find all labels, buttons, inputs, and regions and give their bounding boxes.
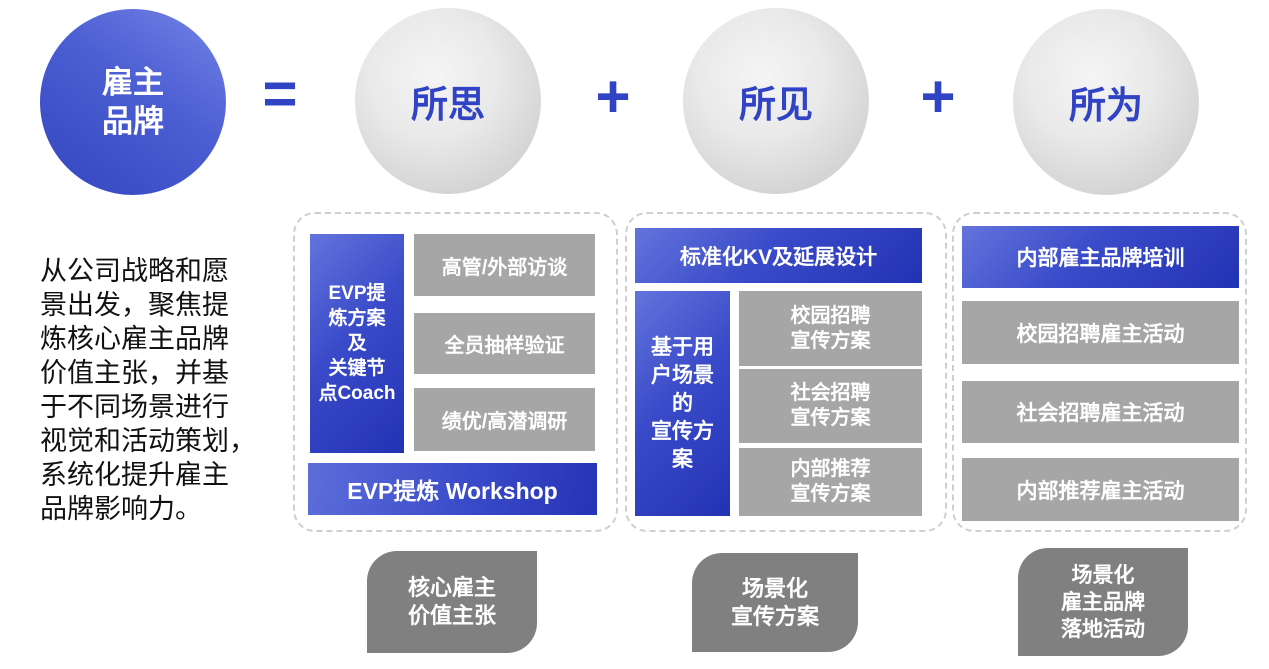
- panel-evp: EVP提 炼方案 及 关键节 点Coach 高管/外部访谈 全员抽样验证 绩优/…: [293, 212, 618, 532]
- panel-activities: 内部雇主品牌培训 校园招聘雇主活动 社会招聘雇主活动 内部推荐雇主活动: [952, 212, 1247, 532]
- circle-suowei: 所为: [1013, 9, 1199, 195]
- internal-training-box: 内部雇主品牌培训: [962, 226, 1239, 288]
- output-landing-activities: 场景化 雇主品牌 落地活动: [1018, 548, 1188, 656]
- plus-operator-icon-2: +: [920, 63, 956, 130]
- panel-kv-design: 标准化KV及延展设计 基于用 户场景 的 宣传方 案 校园招聘 宣传方案 社会招…: [625, 212, 947, 532]
- panel3-item-campus: 校园招聘雇主活动: [962, 301, 1239, 364]
- equals-operator-icon: =: [262, 60, 298, 127]
- panel1-item-research: 绩优/高潜调研: [414, 388, 595, 451]
- panel2-item-campus: 校园招聘 宣传方案: [739, 291, 922, 366]
- evp-plan-coach-box: EVP提 炼方案 及 关键节 点Coach: [310, 234, 404, 453]
- kv-design-box: 标准化KV及延展设计: [635, 228, 922, 283]
- panel2-item-social: 社会招聘 宣传方案: [739, 369, 922, 443]
- output-scenario-plan: 场景化 宣传方案: [692, 553, 858, 652]
- employer-brand-circle: 雇主 品牌: [40, 9, 226, 195]
- panel3-item-referral: 内部推荐雇主活动: [962, 458, 1239, 521]
- evp-workshop-box: EVP提炼 Workshop: [308, 463, 597, 515]
- circle-suojian: 所见: [683, 8, 869, 194]
- user-scenario-box: 基于用 户场景 的 宣传方 案: [635, 291, 730, 516]
- plus-operator-icon-1: +: [595, 63, 631, 130]
- circle-suosi: 所思: [355, 8, 541, 194]
- panel1-item-sampling: 全员抽样验证: [414, 313, 595, 374]
- panel2-item-referral: 内部推荐 宣传方案: [739, 448, 922, 516]
- output-core-evp: 核心雇主 价值主张: [367, 551, 537, 653]
- strategy-description: 从公司战略和愿 景出发，聚焦提 炼核心雇主品牌 价值主张，并基 于不同场景进行 …: [40, 256, 256, 524]
- panel3-item-social: 社会招聘雇主活动: [962, 381, 1239, 443]
- panel1-item-interview: 高管/外部访谈: [414, 234, 595, 296]
